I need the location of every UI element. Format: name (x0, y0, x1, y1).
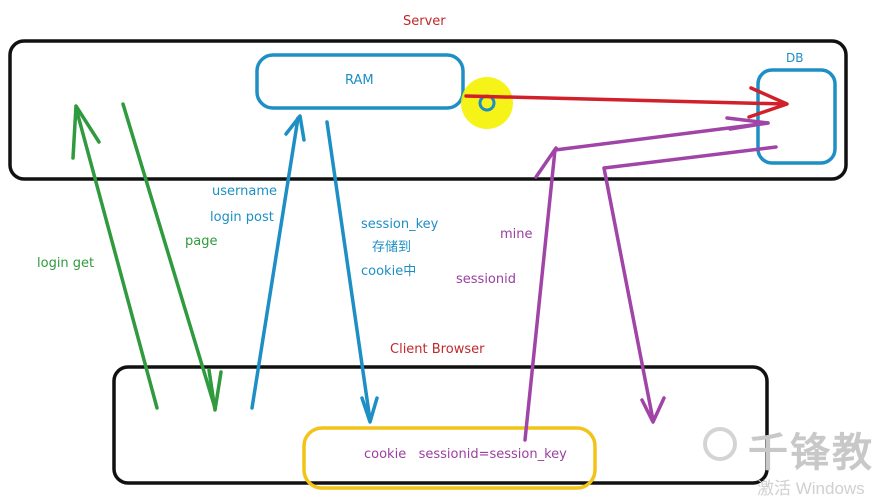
ram-label: RAM (345, 73, 374, 88)
server-label: Server (403, 14, 446, 29)
cookie-cn-label: cookie中 (361, 264, 417, 279)
blue-arrows (250, 114, 379, 424)
cookie-box (302, 426, 597, 490)
mine-arrowhead (640, 396, 666, 424)
db-box (756, 68, 837, 165)
red-arrow (464, 86, 789, 119)
green-arrows (71, 102, 223, 412)
login-get-arrow (74, 106, 159, 410)
purple-arrows (523, 116, 778, 442)
login-get-arrowhead (71, 104, 101, 160)
page-arrow (121, 102, 217, 410)
session-key-label: session_key (361, 217, 439, 232)
session-key-arrowhead (360, 396, 379, 424)
session-key-arrow (325, 120, 372, 422)
page-label: page (185, 234, 218, 249)
watermark-logo-icon (703, 427, 737, 461)
watermark-activate: 激活 Windows (757, 479, 865, 498)
cursor-highlight (461, 77, 513, 129)
stored-label: 存储到 (372, 240, 412, 255)
mine-label: mine (500, 227, 533, 242)
client-browser-box (112, 365, 769, 485)
sessionid-arrowhead-tip (725, 116, 770, 131)
sessionid-label: sessionid (456, 272, 516, 287)
page-arrowhead (207, 368, 223, 412)
username-post-arrow (250, 116, 300, 410)
login-get-label: login get (37, 256, 95, 271)
username-post-arrowhead (284, 114, 306, 142)
ram-box (255, 53, 465, 110)
db-label: DB (786, 51, 804, 65)
login-post-label: login post (210, 210, 274, 225)
server-box (8, 39, 848, 181)
watermark-brand: 千锋教 (748, 431, 874, 475)
client-browser-label: Client Browser (390, 342, 485, 357)
mine-arrow (602, 145, 778, 422)
sessionid-arrowhead (534, 146, 558, 179)
username-label: username (212, 184, 277, 199)
cookie-box-label: cookie sessionid=session_key (364, 447, 567, 462)
